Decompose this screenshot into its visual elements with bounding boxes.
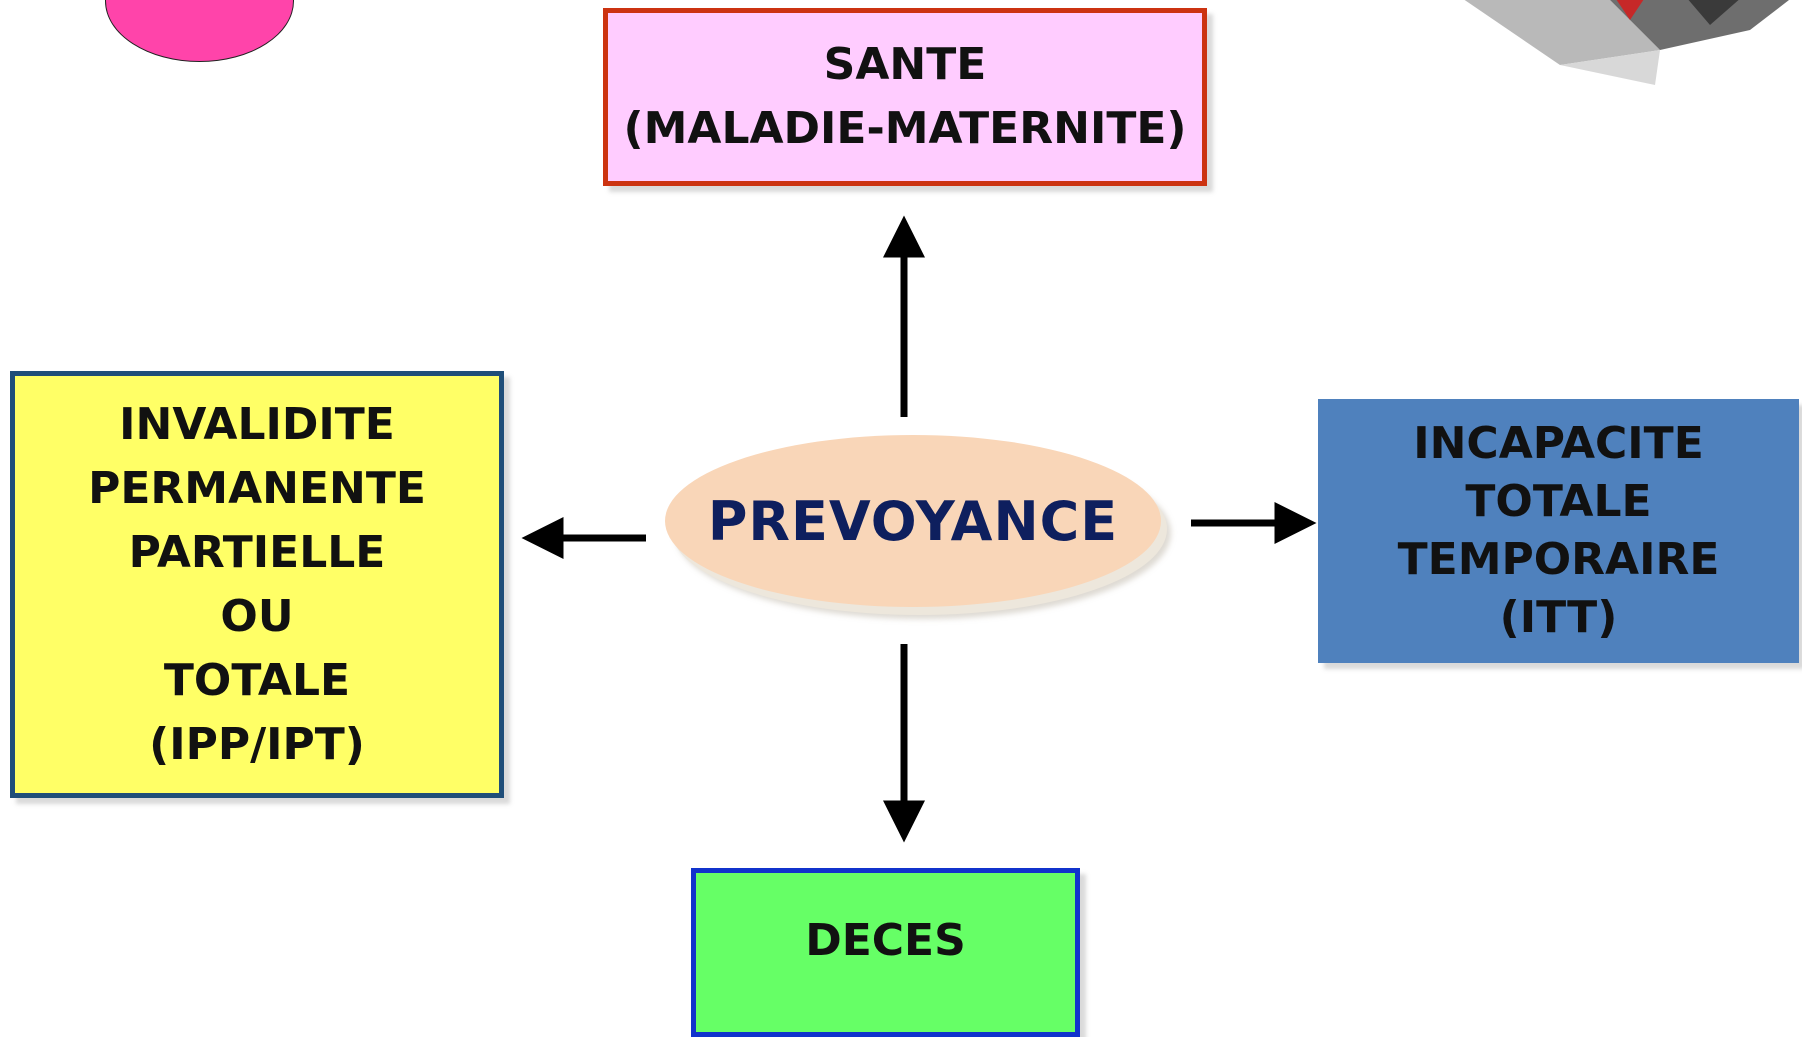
prevoyance-ellipse: PREVOYANCE xyxy=(665,435,1161,607)
abstract-graphic-decoration xyxy=(1464,0,1789,85)
itt-box: INCAPACITE TOTALE TEMPORAIRE (ITT) xyxy=(1318,399,1799,663)
invalidite-box: INVALIDITE PERMANENTE PARTIELLE OU TOTAL… xyxy=(10,371,504,798)
prevoyance-label: PREVOYANCE xyxy=(707,489,1119,553)
sante-box: SANTE (MALADIE-MATERNITE) xyxy=(603,8,1207,186)
deces-box: DECES xyxy=(691,868,1080,1037)
